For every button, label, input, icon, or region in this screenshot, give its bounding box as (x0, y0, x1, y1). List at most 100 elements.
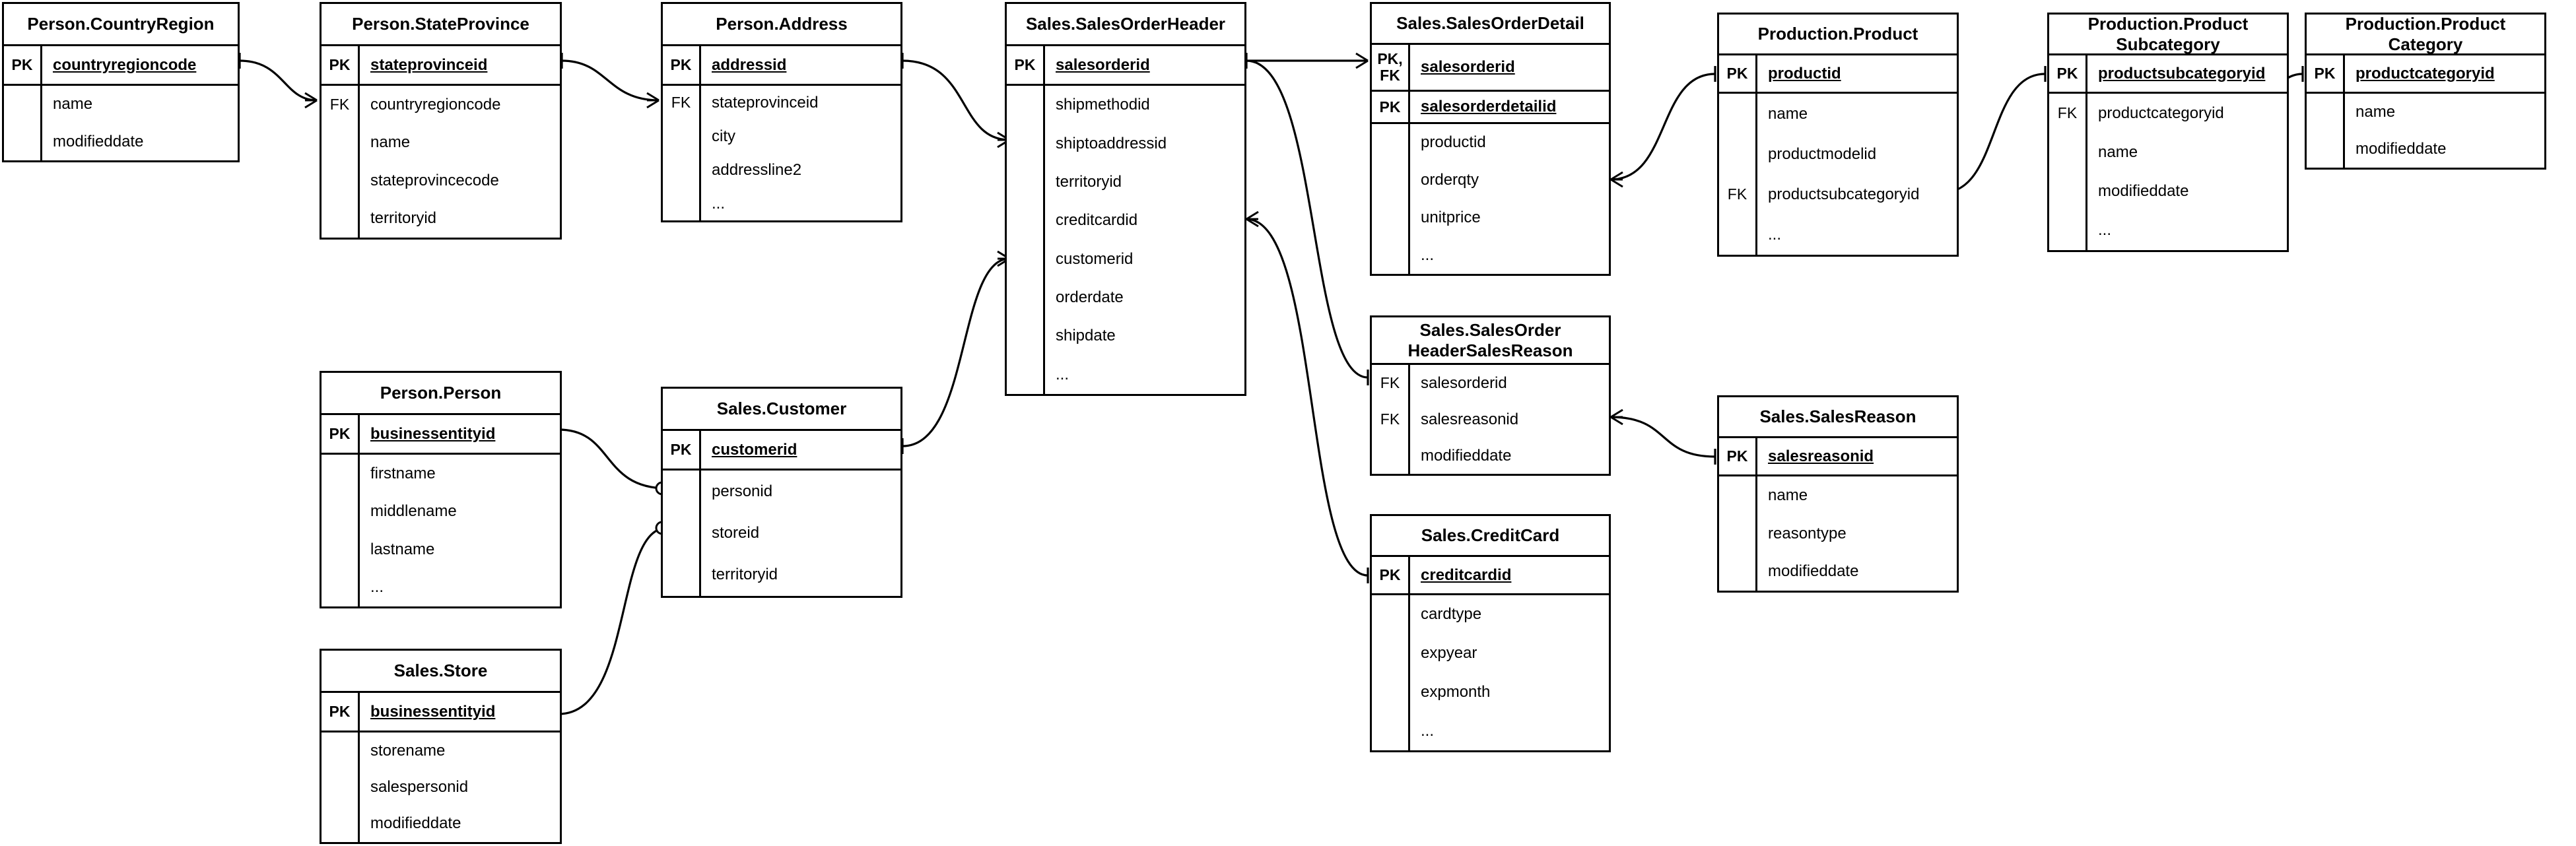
crowsfoot-marker (304, 92, 318, 109)
entity-person-stateprovince[interactable]: Person.StateProvince PK stateprovinceid … (320, 2, 562, 240)
attribute-row[interactable]: FK productcategoryid (2049, 94, 2287, 133)
attribute-row[interactable]: modifieddate (4, 123, 238, 160)
key-tag (1372, 595, 1410, 634)
key-section: PK customerid (663, 431, 900, 471)
attribute-row[interactable]: modifieddate (2307, 131, 2544, 168)
attribute-row[interactable]: ... (663, 187, 900, 220)
attribute-row[interactable]: firstname (322, 455, 560, 493)
attribute-row[interactable]: PK, FK salesorderid (1372, 45, 1609, 90)
attribute-row[interactable]: FK countryregioncode (322, 86, 560, 124)
attribute-row[interactable]: modifieddate (1372, 438, 1609, 474)
attribute-row[interactable]: customerid (1007, 240, 1244, 278)
entity-sales-creditcard[interactable]: Sales.CreditCard PK creditcardid cardtyp… (1370, 514, 1611, 752)
entity-person-person[interactable]: Person.Person PK businessentityid firstn… (320, 371, 562, 608)
attribute-row[interactable]: name (1719, 94, 1957, 134)
attribute-row[interactable]: personid (663, 471, 900, 513)
key-tag (4, 86, 42, 123)
attribute-row[interactable]: name (1719, 476, 1957, 515)
key-tag (1007, 162, 1045, 202)
attribute-row[interactable]: PK customerid (663, 431, 900, 469)
attribute-row[interactable]: FK productsubcategoryid (1719, 174, 1957, 214)
attribute-row[interactable]: ... (322, 568, 560, 606)
key-tag (1372, 634, 1410, 673)
attribute-name: businessentityid (370, 702, 496, 721)
attribute-row[interactable]: ... (1719, 214, 1957, 255)
attribute-row[interactable]: orderqty (1372, 161, 1609, 199)
attribute-row[interactable]: FK salesorderid (1372, 365, 1609, 401)
attribute-row[interactable]: name (4, 86, 238, 123)
attribute-row[interactable]: shiptoaddressid (1007, 124, 1244, 163)
attribute-row[interactable]: FK salesreasonid (1372, 401, 1609, 438)
attribute-row[interactable]: lastname (322, 531, 560, 569)
attribute-name: modifieddate (1421, 446, 1512, 465)
attribute-row[interactable]: modifieddate (2049, 172, 2287, 211)
attribute-row[interactable]: creditcardid (1007, 201, 1244, 240)
attribute-row[interactable]: territoryid (322, 199, 560, 238)
entity-sales-salesreason[interactable]: Sales.SalesReason PK salesreasonid name … (1717, 395, 1959, 593)
key-tag: FK (322, 86, 360, 124)
attribute-row[interactable]: PK businessentityid (322, 693, 560, 731)
attribute-row[interactable]: territoryid (1007, 162, 1244, 202)
relationship-store-to-customer (557, 520, 675, 722)
attribute-row[interactable]: PK productid (1719, 55, 1957, 92)
attribute-row[interactable]: PK salesorderdetailid (1372, 90, 1609, 122)
attribute-row[interactable]: stateprovincecode (322, 162, 560, 200)
entity-production-productsubcategory[interactable]: Production.Product Subcategory PK produc… (2047, 13, 2289, 252)
key-tag: FK (1372, 365, 1410, 401)
attribute-row[interactable]: PK productcategoryid (2307, 55, 2544, 92)
attribute-row[interactable]: unitprice (1372, 199, 1609, 237)
key-section: PK addressid (663, 46, 900, 86)
attribute-row[interactable]: FK stateprovinceid (663, 86, 900, 119)
attribute-row[interactable]: storename (322, 732, 560, 769)
attribute-row[interactable]: shipdate (1007, 317, 1244, 356)
entity-person-address[interactable]: Person.Address PK addressid FK stateprov… (661, 2, 902, 222)
attribute-row[interactable]: addressline2 (663, 153, 900, 187)
attribute-row[interactable]: modifieddate (322, 805, 560, 842)
entity-title: Sales.SalesOrder HeaderSalesReason (1372, 317, 1609, 365)
attribute-row[interactable]: ... (2049, 211, 2287, 250)
attribute-row[interactable]: ... (1372, 711, 1609, 750)
entity-sales-salesorderdetail[interactable]: Sales.SalesOrderDetail PK, FK salesorder… (1370, 2, 1611, 276)
attribute-row[interactable]: PK businessentityid (322, 415, 560, 453)
attribute-row[interactable]: storeid (663, 512, 900, 554)
attribute-row[interactable]: ... (1007, 355, 1244, 394)
attribute-row[interactable]: name (322, 123, 560, 162)
entity-production-productcategory[interactable]: Production.Product Category PK productca… (2305, 13, 2546, 170)
entity-person-countryregion[interactable]: Person.CountryRegion PK countryregioncod… (2, 2, 240, 162)
key-tag (663, 119, 701, 153)
attribute-row[interactable]: expyear (1372, 634, 1609, 673)
attribute-row[interactable]: PK creditcardid (1372, 557, 1609, 593)
attribute-row[interactable]: middlename (322, 492, 560, 531)
attribute-row[interactable]: productid (1372, 124, 1609, 162)
attribute-row[interactable]: PK salesreasonid (1719, 438, 1957, 474)
entity-production-product[interactable]: Production.Product PK productid name pro… (1717, 13, 1959, 257)
attribute-row[interactable]: name (2307, 94, 2544, 131)
attribute-row[interactable]: territoryid (663, 554, 900, 596)
attribute-section: FK salesorderid FK salesreasonid modifie… (1372, 365, 1609, 474)
entity-sales-salesorderheader[interactable]: Sales.SalesOrderHeader PK salesorderid s… (1005, 2, 1246, 396)
entity-sales-store[interactable]: Sales.Store PK businessentityid storenam… (320, 649, 562, 844)
attribute-row[interactable]: PK stateprovinceid (322, 46, 560, 84)
entity-sales-salesorderheadersalesreason[interactable]: Sales.SalesOrder HeaderSalesReason FK sa… (1370, 315, 1611, 476)
attribute-row[interactable]: ... (1372, 236, 1609, 274)
attribute-row[interactable]: reasontype (1719, 514, 1957, 553)
attribute-row[interactable]: shipmethodid (1007, 86, 1244, 125)
key-tag: PK (2307, 55, 2345, 92)
attribute-section: storename salespersonid modifieddate (322, 732, 560, 842)
attribute-row[interactable]: salespersonid (322, 769, 560, 806)
attribute-row[interactable]: expmonth (1372, 672, 1609, 712)
attribute-row[interactable]: city (663, 119, 900, 153)
attribute-name: unitprice (1421, 208, 1481, 226)
attribute-row[interactable]: orderdate (1007, 278, 1244, 317)
entity-sales-customer[interactable]: Sales.Customer PK customerid personid st… (661, 387, 902, 598)
attribute-row[interactable]: PK addressid (663, 46, 900, 84)
attribute-row[interactable]: name (2049, 133, 2287, 172)
attribute-name: productmodelid (1768, 145, 1877, 163)
attribute-row[interactable]: cardtype (1372, 595, 1609, 634)
attribute-row[interactable]: modifieddate (1719, 552, 1957, 591)
relationship-stateprovince-to-address (560, 53, 660, 109)
attribute-row[interactable]: PK productsubcategoryid (2049, 55, 2287, 92)
attribute-row[interactable]: PK salesorderid (1007, 46, 1244, 84)
attribute-row[interactable]: productmodelid (1719, 134, 1957, 174)
attribute-row[interactable]: PK countryregioncode (4, 46, 238, 84)
